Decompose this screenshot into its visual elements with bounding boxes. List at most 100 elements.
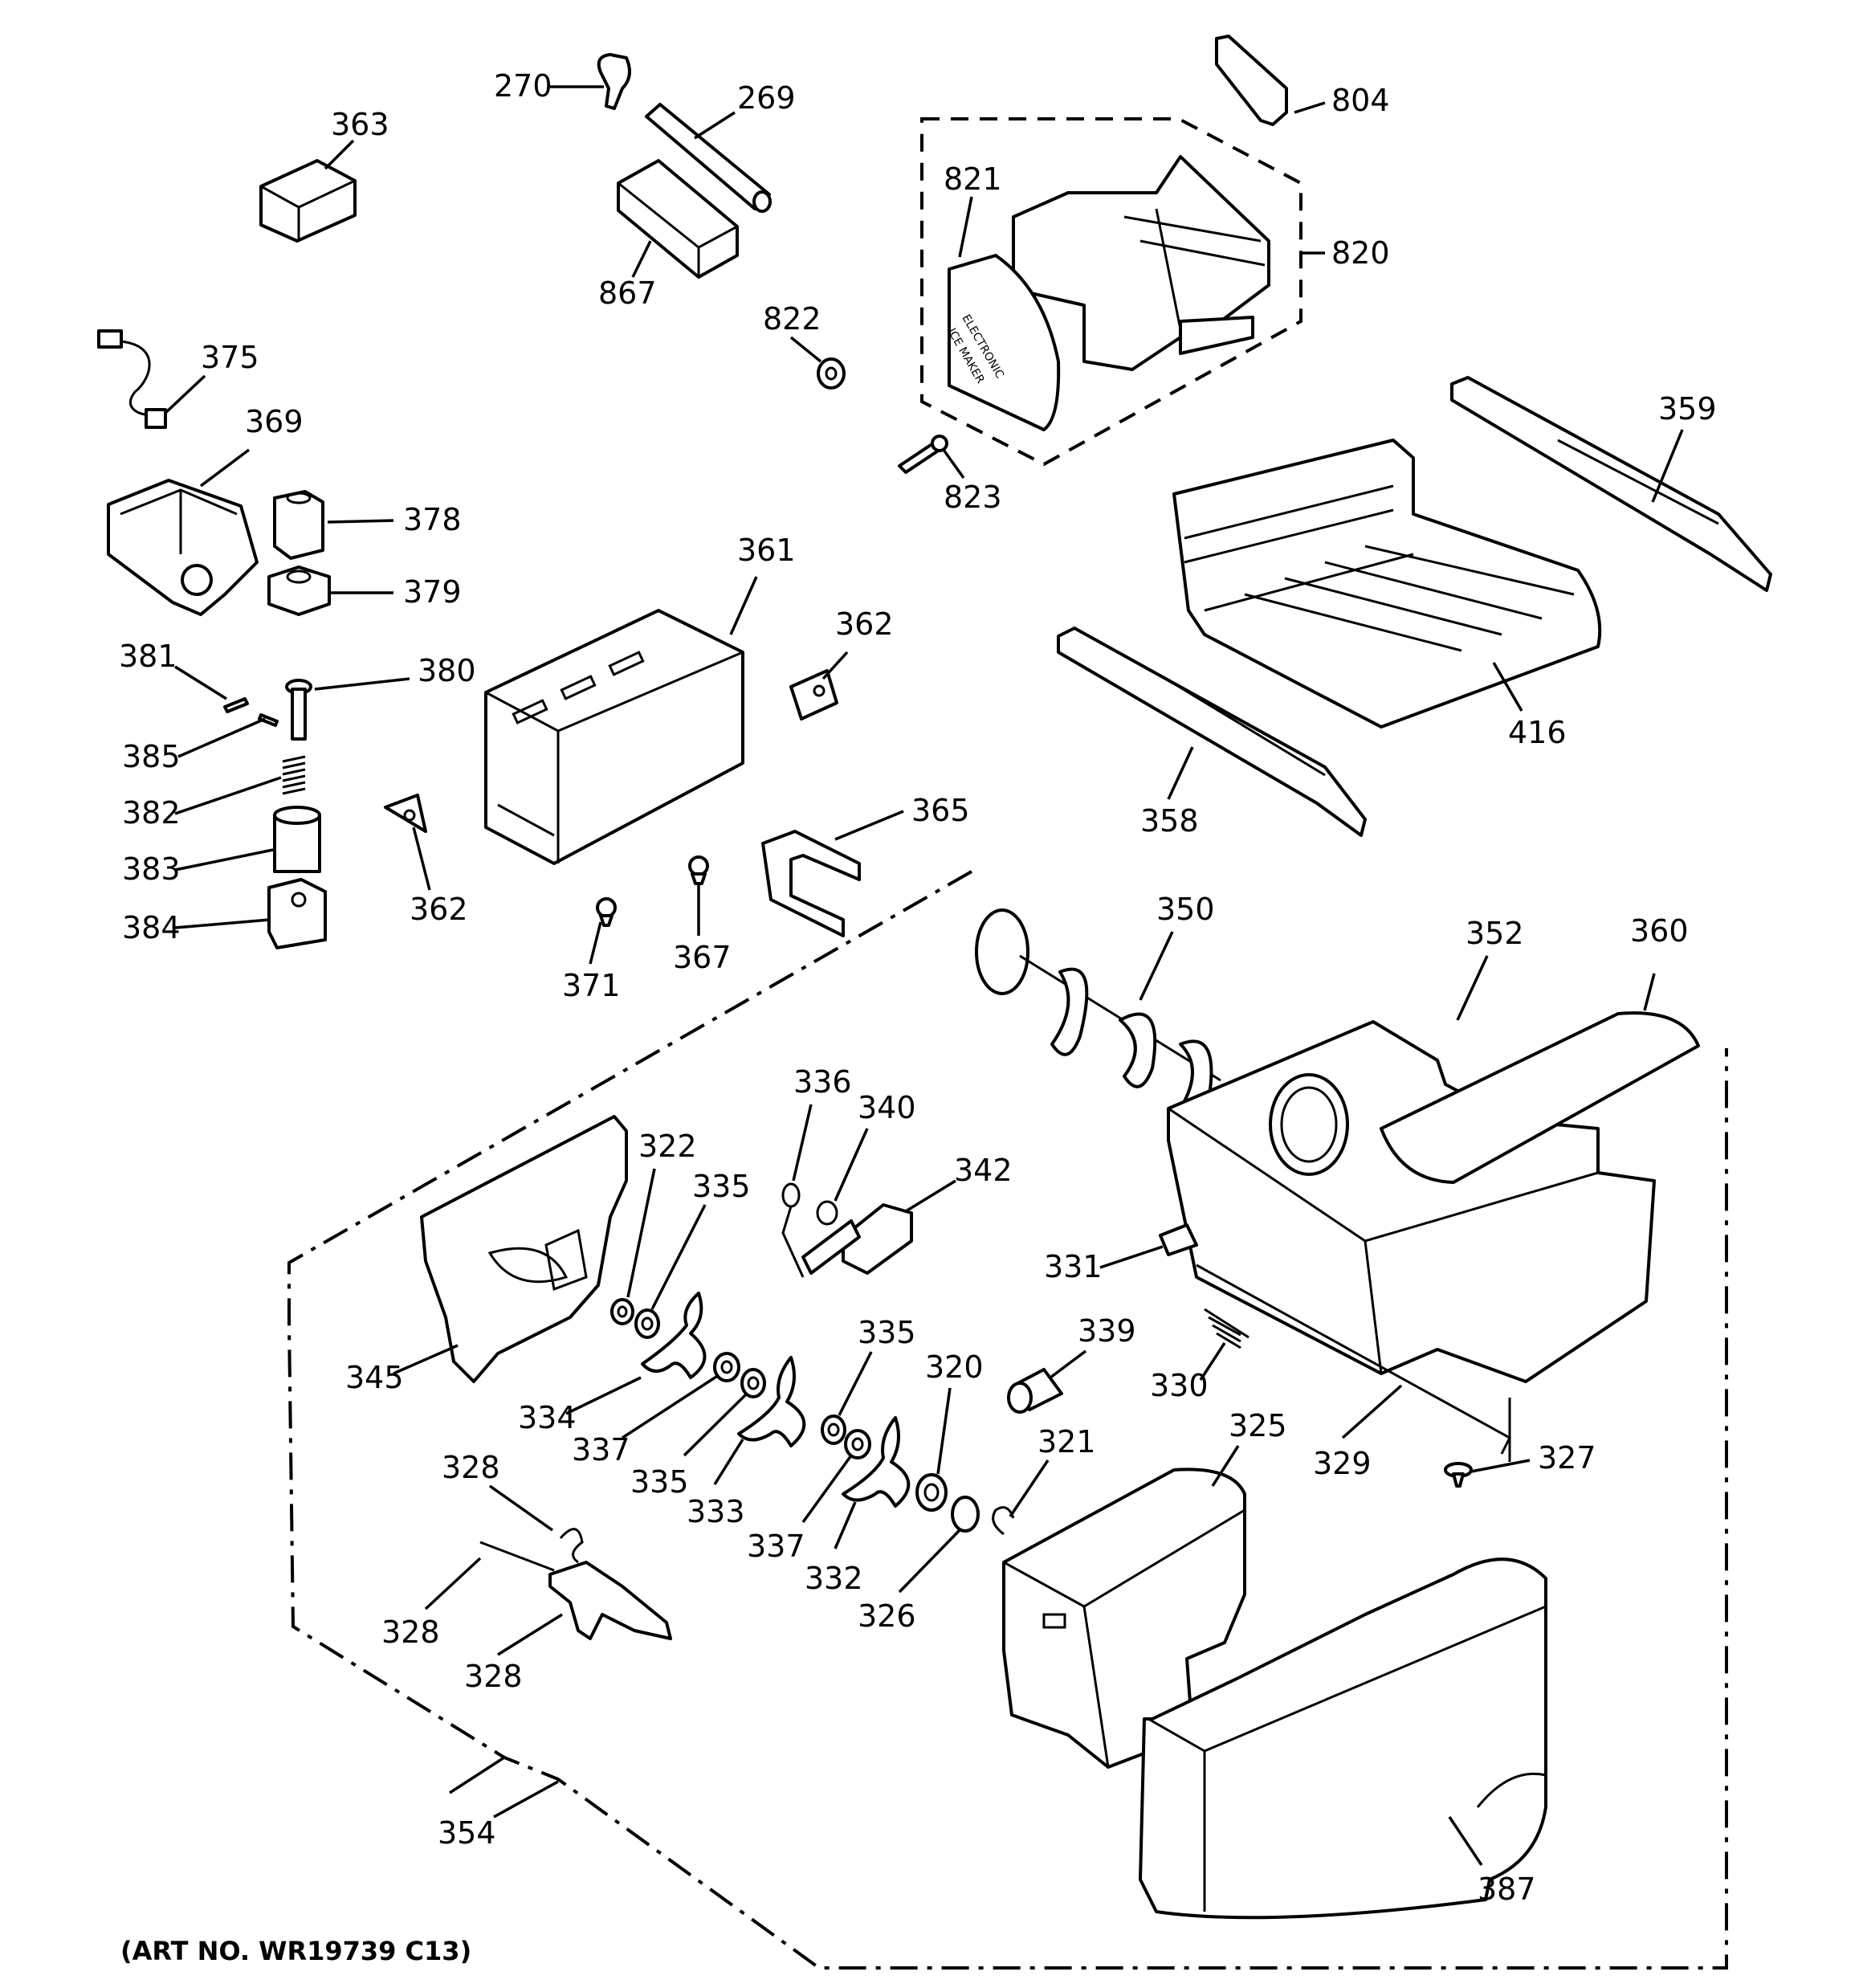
part-804-shutoff-arm-cover: [1215, 35, 1288, 126]
part-350-auger: [975, 908, 1221, 1116]
label-334: 334: [518, 1400, 577, 1435]
part-332-crusher-blade: [842, 1416, 911, 1508]
leader-354: [449, 1756, 559, 1819]
leader-335c: [683, 1392, 748, 1457]
part-330-spring: [1204, 1308, 1249, 1349]
art-number: (ART NO. WR19739 C13): [120, 1936, 471, 1966]
leader-804: [1294, 101, 1326, 114]
leader-378: [327, 519, 394, 524]
part-369-auger-motor: [107, 479, 259, 616]
part-328-spring: [559, 1528, 584, 1564]
ice-maker-group-outline: [920, 117, 1302, 467]
part-416-ice-bucket-shelf: [1172, 439, 1602, 729]
label-330: 330: [1150, 1368, 1209, 1403]
part-375-wire-harness: [97, 329, 167, 429]
label-416: 416: [1508, 715, 1567, 750]
part-381-pin: [223, 697, 249, 713]
label-354: 354: [438, 1815, 496, 1851]
leader-382: [174, 776, 282, 815]
label-378: 378: [403, 502, 462, 537]
part-325-dispenser-housing: [1002, 1468, 1246, 1769]
leader-381: [174, 665, 227, 700]
part-335-washer-3: [821, 1414, 846, 1445]
leader-320: [936, 1387, 952, 1475]
label-270: 270: [494, 68, 552, 104]
label-369: 369: [245, 404, 304, 439]
label-362a: 362: [835, 606, 894, 642]
label-345: 345: [345, 1360, 404, 1395]
part-336-spring: [781, 1182, 805, 1278]
part-269-fill-tube: [645, 103, 772, 213]
part-342-actuator: [801, 1203, 913, 1275]
leader-328b: [424, 1557, 482, 1610]
part-335-washer-2: [740, 1368, 766, 1398]
leader-821: [958, 196, 973, 258]
part-867-fill-cup: [617, 159, 739, 279]
label-331: 331: [1044, 1249, 1103, 1284]
leader-337a: [622, 1374, 720, 1439]
label-821: 821: [944, 161, 1002, 197]
leader-363: [324, 139, 355, 170]
leader-867: [631, 240, 652, 278]
part-823-screw: [898, 435, 948, 474]
leader-380: [314, 677, 410, 691]
label-385: 385: [122, 739, 181, 774]
leader-339: [1049, 1349, 1087, 1379]
leader-350: [1139, 931, 1174, 1001]
label-333: 333: [687, 1494, 745, 1529]
label-328a: 328: [442, 1450, 500, 1485]
label-359: 359: [1658, 391, 1717, 427]
part-383-sleeve: [273, 806, 321, 873]
label-804: 804: [1331, 83, 1390, 118]
leader-337b: [801, 1454, 853, 1524]
label-332: 332: [805, 1561, 863, 1596]
label-320: 320: [925, 1349, 984, 1385]
part-335-washer-1: [634, 1308, 660, 1339]
label-325: 325: [1229, 1408, 1287, 1443]
label-381: 381: [119, 639, 177, 674]
label-322: 322: [638, 1129, 697, 1164]
part-363-solenoid-cover: [259, 159, 357, 243]
part-337-bushing-2: [844, 1429, 871, 1459]
label-328c: 328: [464, 1659, 523, 1694]
label-269: 269: [737, 80, 796, 116]
leader-335a: [650, 1204, 707, 1310]
label-375: 375: [201, 340, 259, 375]
label-321: 321: [1037, 1424, 1096, 1459]
part-371-screw: [596, 897, 617, 927]
leader-383: [174, 848, 274, 872]
leader-385: [177, 717, 266, 758]
label-327: 327: [1538, 1440, 1596, 1476]
leader-322: [626, 1168, 656, 1298]
leader-333: [713, 1439, 744, 1485]
label-384: 384: [122, 910, 181, 945]
label-823: 823: [944, 480, 1002, 515]
leader-325: [1211, 1445, 1240, 1487]
leader-336: [792, 1104, 813, 1182]
part-321-retaining-ring: [992, 1506, 1015, 1536]
label-371: 371: [562, 968, 621, 1003]
leader-331: [1099, 1245, 1164, 1269]
leader-326: [898, 1529, 961, 1594]
part-270-water-fitting: [597, 53, 631, 110]
label-337b: 337: [747, 1529, 805, 1564]
leader-327: [1470, 1459, 1531, 1473]
part-334-crusher-blade: [641, 1292, 707, 1379]
label-382: 382: [122, 795, 181, 831]
part-821-electronic-ice-maker-cover: ELECTRONIC ICE MAKER: [945, 254, 1061, 431]
leader-334: [565, 1376, 642, 1415]
part-331-clip: [1159, 1223, 1198, 1256]
part-322-washer: [610, 1298, 634, 1325]
part-360-container-lid: [1380, 1011, 1700, 1184]
label-361: 361: [737, 533, 796, 568]
label-362b: 362: [410, 892, 468, 927]
label-822: 822: [763, 301, 821, 337]
part-329-rod: [1196, 1263, 1511, 1462]
leader-384: [174, 918, 271, 929]
part-352-ice-container: [1167, 1020, 1656, 1383]
label-335c: 335: [630, 1464, 689, 1500]
label-383: 383: [122, 851, 181, 887]
leader-365: [834, 810, 904, 841]
leader-362b: [412, 827, 431, 891]
